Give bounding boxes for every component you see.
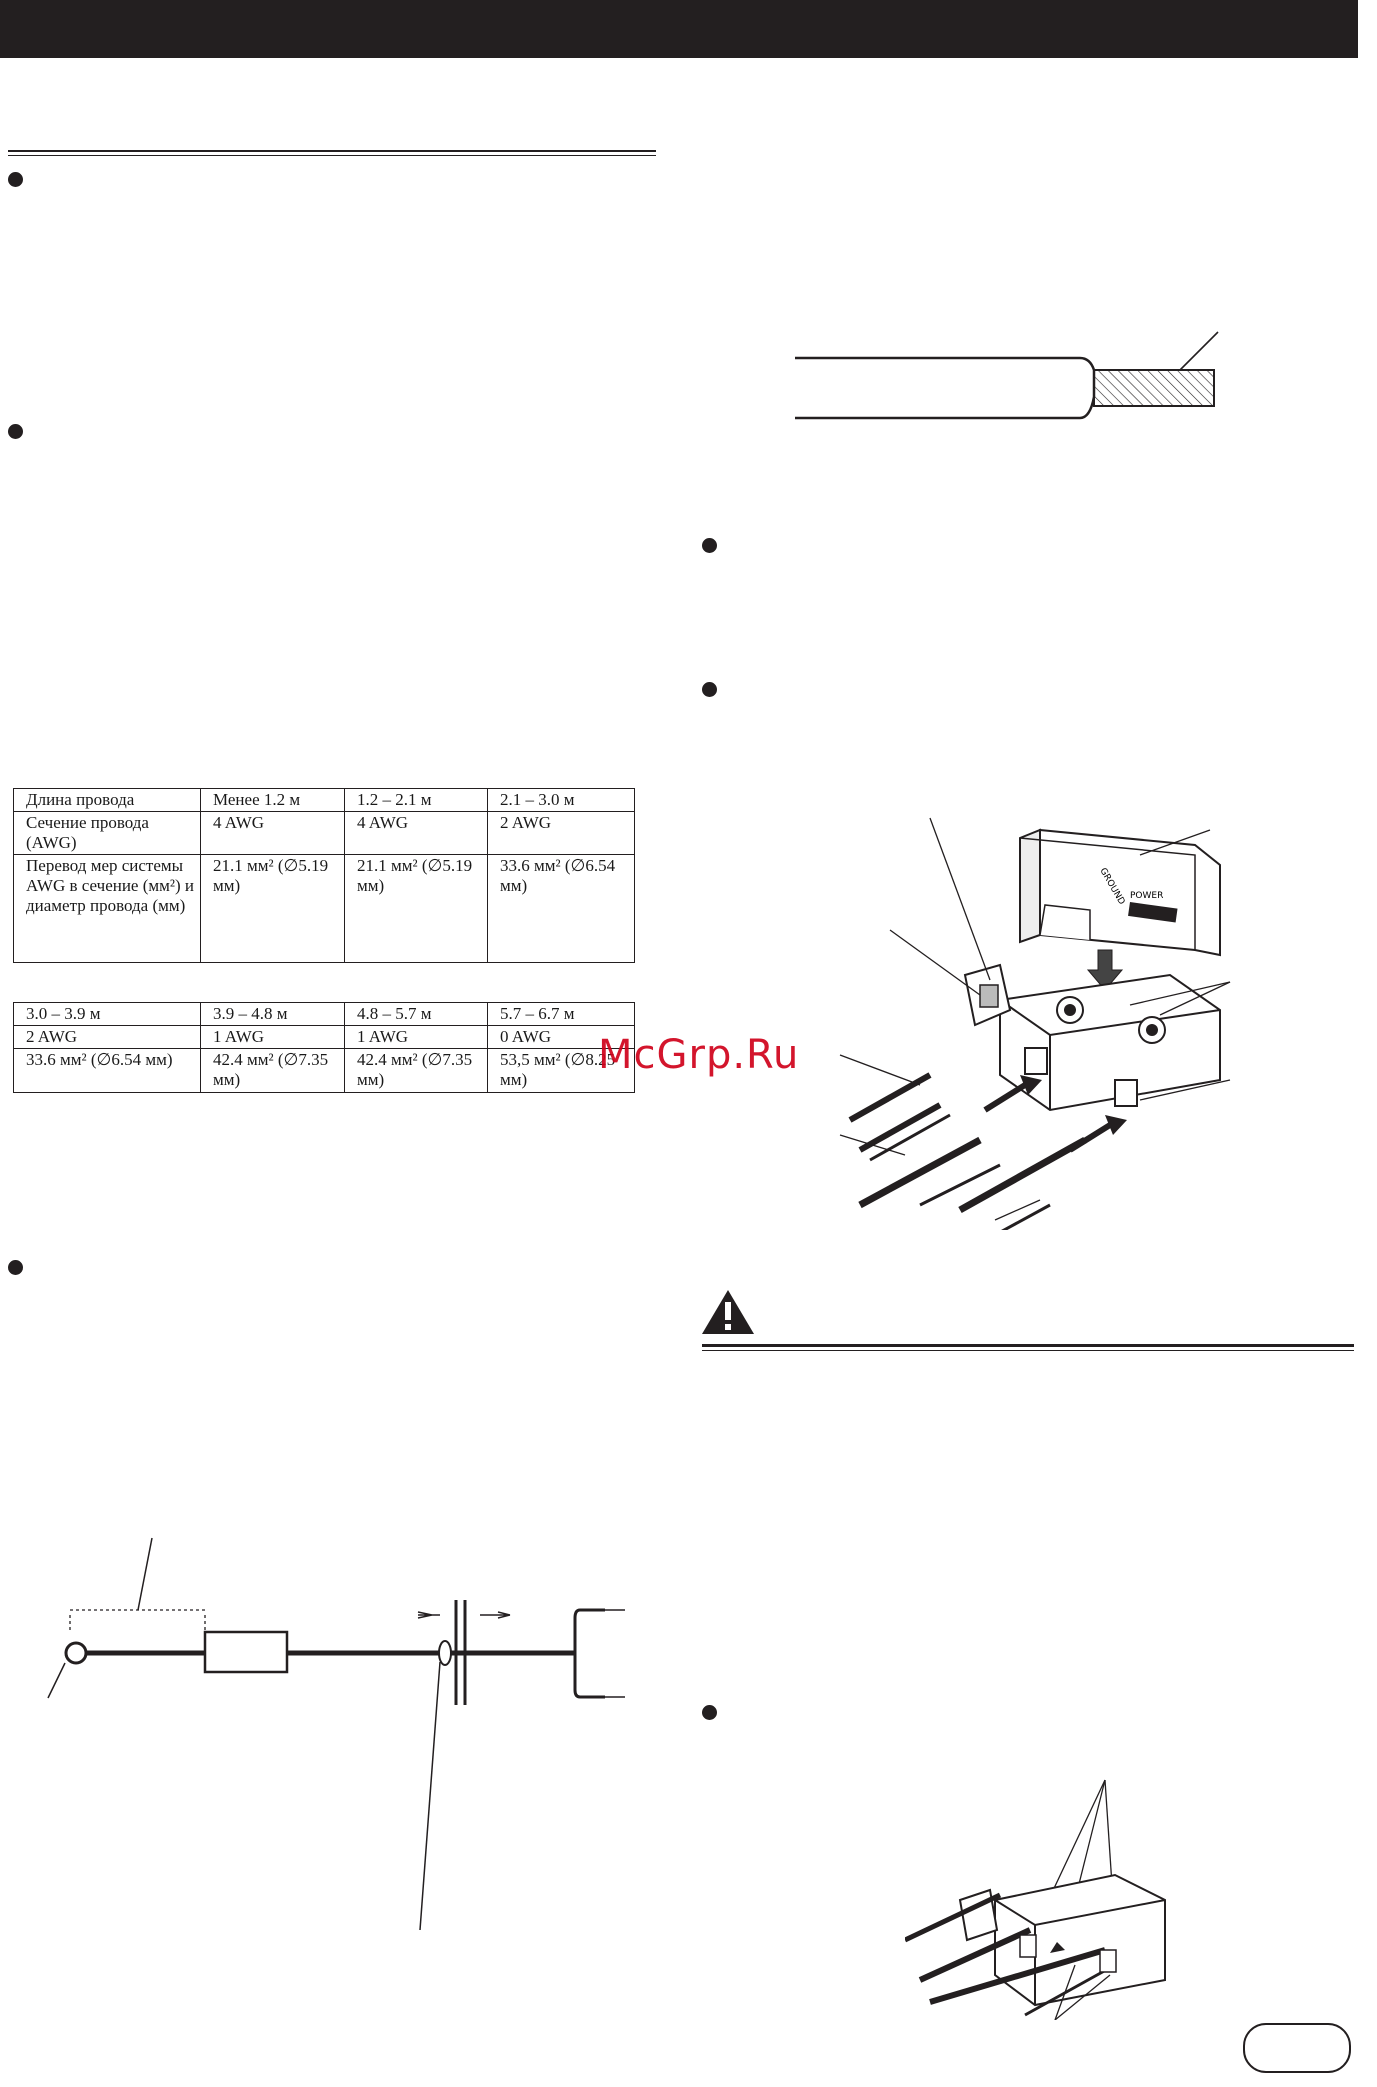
terminal-cover-figure: GROUND POWER xyxy=(839,817,1231,1230)
warning-rule xyxy=(702,1344,1354,1351)
table-cell: 2 AWG xyxy=(487,811,635,855)
table-cell: 4.8 – 5.7 м xyxy=(344,1002,488,1026)
table-row: Сечение провода (AWG) 4 AWG 4 AWG 2 AWG xyxy=(13,811,635,855)
terminal-cover: GROUND POWER xyxy=(1019,828,1221,957)
warning-triangle-icon xyxy=(702,1290,754,1334)
table-cell: 33.6 мм² (∅6.54 мм) xyxy=(487,854,635,963)
table-row: 3.0 – 3.9 м 3.9 – 4.8 м 4.8 – 5.7 м 5.7 … xyxy=(13,1002,635,1026)
wire-gauge-table-bottom: 3.0 – 3.9 м 3.9 – 4.8 м 4.8 – 5.7 м 5.7 … xyxy=(13,1002,635,1093)
stripped-wire-figure xyxy=(795,331,1219,420)
bullet-5 xyxy=(702,682,717,697)
table-cell: Перевод мер системы AWG в сечение (мм²) … xyxy=(13,854,201,963)
table-cell: 1 AWG xyxy=(344,1025,488,1049)
page-number-box xyxy=(1243,2023,1351,2073)
bullet-2 xyxy=(8,424,23,439)
wire-gauge-table-top: Длина провода Менее 1.2 м 1.2 – 2.1 м 2.… xyxy=(13,788,635,963)
bullet-3 xyxy=(8,1260,23,1275)
table-cell: 42.4 мм² (∅7.35 мм) xyxy=(200,1048,345,1093)
table-cell: 33.6 мм² (∅6.54 мм) xyxy=(13,1048,201,1093)
arrow-right-icon xyxy=(1020,1075,1042,1095)
terminal-wires-figure xyxy=(905,1779,1166,2020)
table-cell: 1.2 – 2.1 м xyxy=(344,788,488,812)
table-cell: 21.1 мм² (∅5.19 мм) xyxy=(344,854,488,963)
table-cell: Менее 1.2 м xyxy=(200,788,345,812)
arrow-down-icon xyxy=(1086,949,1124,991)
table-cell: 4 AWG xyxy=(344,811,488,855)
section-rule xyxy=(8,150,656,156)
table-cell: 1 AWG xyxy=(200,1025,345,1049)
ground-wire-figure xyxy=(47,1537,625,1931)
leader-lines xyxy=(839,817,1231,1221)
table-cell: 2 AWG xyxy=(13,1025,201,1049)
arrow-right-icon xyxy=(1105,1115,1127,1135)
header-bar xyxy=(0,0,1358,58)
table-cell: 2.1 – 3.0 м xyxy=(487,788,635,812)
table-cell: 3.0 – 3.9 м xyxy=(13,1002,201,1026)
table-row: Перевод мер системы AWG в сечение (мм²) … xyxy=(13,854,635,963)
table-cell: 42.4 мм² (∅7.35 мм) xyxy=(344,1048,488,1093)
table-row: 2 AWG 1 AWG 1 AWG 0 AWG xyxy=(13,1025,635,1049)
bullet-4 xyxy=(702,538,717,553)
table-cell: 4 AWG xyxy=(200,811,345,855)
power-label: POWER xyxy=(1130,891,1163,901)
table-row: 33.6 мм² (∅6.54 мм) 42.4 мм² (∅7.35 мм) … xyxy=(13,1048,635,1093)
table-cell: 5.7 – 6.7 м xyxy=(487,1002,635,1026)
cables xyxy=(848,1072,1087,1230)
table-cell: Сечение провода (AWG) xyxy=(13,811,201,855)
table-cell: 3.9 – 4.8 м xyxy=(200,1002,345,1026)
table-cell: Длина провода xyxy=(13,788,201,812)
table-row: Длина провода Менее 1.2 м 1.2 – 2.1 м 2.… xyxy=(13,788,635,812)
bullet-6 xyxy=(702,1705,717,1720)
arrow-left-icon xyxy=(1050,1942,1065,1953)
table-cell: 53,5 мм² (∅8.25 мм) xyxy=(487,1048,635,1093)
table-cell: 0 AWG xyxy=(487,1025,635,1049)
watermark: McGrp.Ru xyxy=(598,1032,800,1078)
table-cell: 21.1 мм² (∅5.19 мм) xyxy=(200,854,345,963)
bullet-1 xyxy=(8,172,23,187)
terminal-block xyxy=(963,963,1221,1112)
